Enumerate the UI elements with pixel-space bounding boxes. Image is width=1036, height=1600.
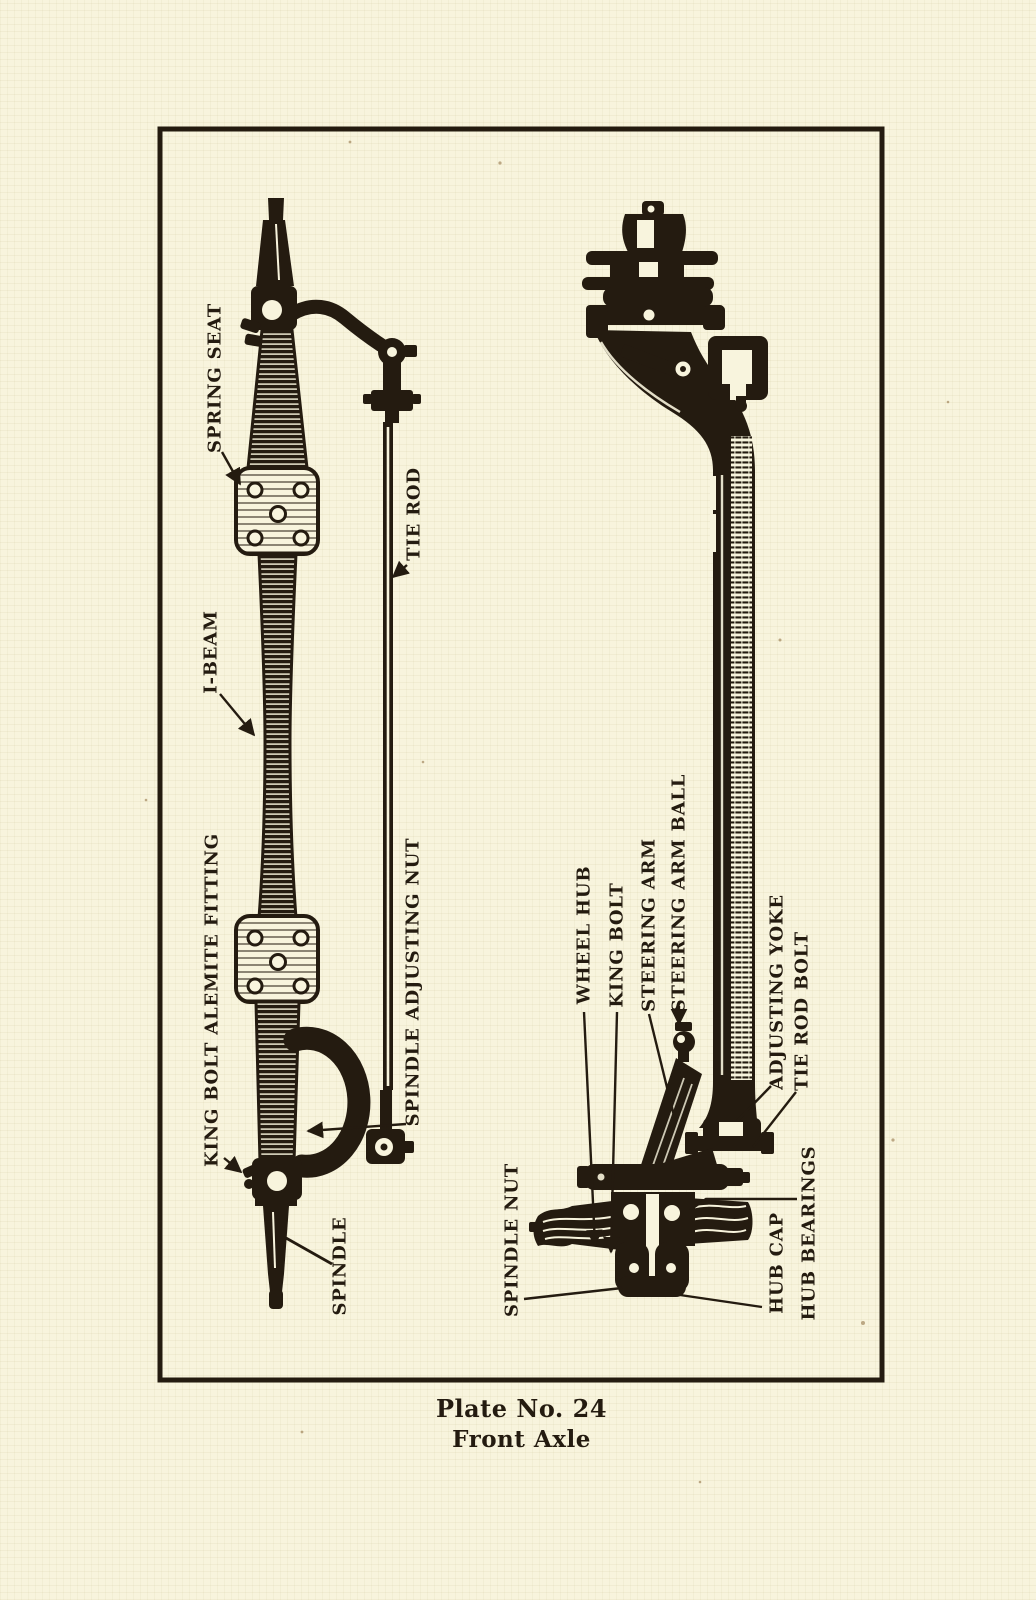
label-hub-cap: HUB CAP	[766, 1212, 788, 1314]
plate-caption: Plate No. 24 Front Axle	[158, 1394, 885, 1453]
right-axle-view	[529, 201, 774, 1297]
label-tie-rod: TIE ROD	[403, 467, 425, 561]
label-spring-seat: SPRING SEAT	[204, 303, 226, 453]
label-hub-bearings: HUB BEARINGS	[798, 1145, 820, 1321]
label-steering-arm-ball: STEERING ARM BALL	[668, 773, 690, 1013]
left-axle-view	[234, 198, 421, 1309]
label-king-bolt-alemite-fitting: KING BOLT ALEMITE FITTING	[201, 833, 223, 1167]
label-spindle-nut: SPINDLE NUT	[501, 1162, 523, 1318]
label-king-bolt: KING BOLT	[606, 882, 628, 1008]
label-adjusting-yoke: ADJUSTING YOKE	[766, 894, 788, 1090]
leader-lines	[219, 451, 797, 1309]
label-wheel-hub: WHEEL HUB	[573, 865, 595, 1005]
plate-title: Front Axle	[452, 1426, 591, 1453]
paper-specks	[144, 140, 950, 1484]
plate-border	[157, 126, 885, 1383]
label-tie-rod-bolt: TIE ROD BOLT	[791, 931, 813, 1091]
label-spindle-adjusting-nut: SPINDLE ADJUSTING NUT	[402, 837, 424, 1127]
label-spindle: SPINDLE	[329, 1216, 351, 1316]
label-i-beam: I-BEAM	[200, 610, 222, 694]
label-steering-arm: STEERING ARM	[638, 838, 660, 1012]
plate-number: Plate No. 24	[435, 1394, 608, 1423]
